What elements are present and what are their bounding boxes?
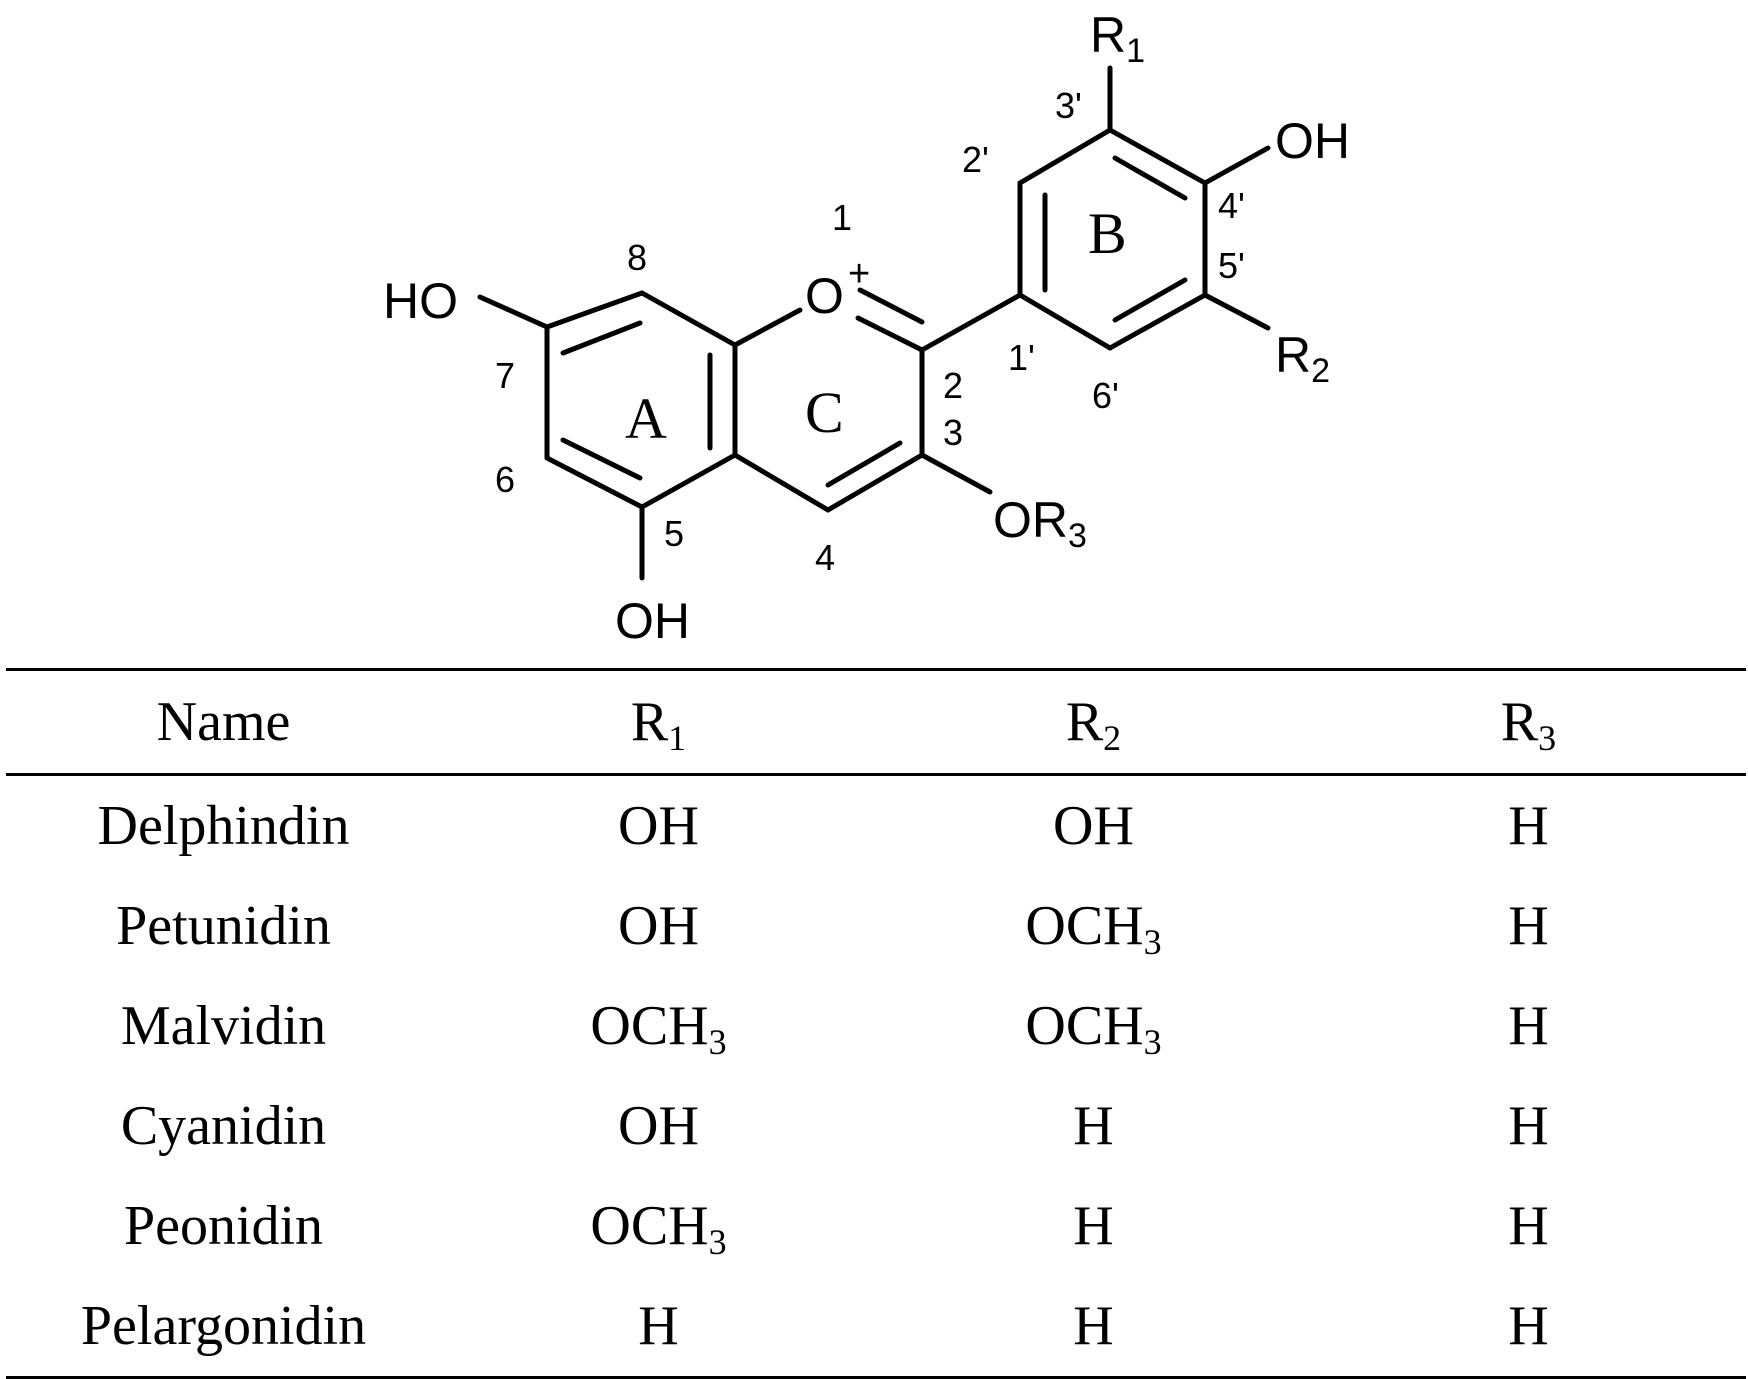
cell-r3: H — [1508, 795, 1549, 857]
header-r1: R1 — [630, 691, 687, 758]
ring-c-bonds — [732, 287, 925, 513]
cell-r3: H — [1508, 895, 1549, 957]
oh-5-label: OH — [615, 593, 690, 649]
cell-name: Malvidin — [120, 995, 327, 1057]
bond — [1107, 127, 1208, 186]
bond — [1112, 277, 1188, 323]
cell-name: Petunidin — [116, 895, 331, 957]
table-row: Petunidin OH OCH3 H — [6, 876, 1746, 976]
positive-charge: + — [848, 253, 870, 295]
cell-r1: OCH3 — [590, 1195, 727, 1262]
bond — [560, 320, 643, 356]
ring-c-label: C — [805, 380, 844, 445]
bond — [1202, 145, 1271, 186]
bond — [544, 455, 645, 510]
cell-r3: H — [1508, 1195, 1549, 1257]
position-6: 6 — [495, 459, 515, 500]
table-row: Delphindin OH OH H — [6, 775, 1746, 877]
position-4: 4 — [815, 537, 835, 578]
position-1: 1 — [832, 197, 852, 238]
position-2: 2 — [943, 365, 963, 406]
oh-4prime-label: OH — [1275, 113, 1350, 169]
bond — [1017, 292, 1113, 351]
cell-r3: H — [1508, 995, 1549, 1057]
position-3-prime: 3' — [1055, 85, 1082, 126]
table-row: Pelargonidin H H H — [6, 1276, 1746, 1378]
bond — [477, 294, 550, 330]
cell-r2: OCH3 — [1025, 895, 1162, 962]
cell-r1: H — [638, 1295, 679, 1357]
ring-a-bonds — [544, 290, 738, 510]
bond — [1017, 127, 1113, 186]
position-5-prime: 5' — [1218, 245, 1245, 286]
bond — [639, 290, 738, 348]
bond — [825, 440, 903, 488]
bond — [825, 452, 925, 513]
cell-r1: OH — [618, 895, 699, 957]
header-r2: R2 — [1065, 691, 1122, 758]
cell-name: Cyanidin — [120, 1095, 327, 1157]
ring-b-label: B — [1088, 201, 1127, 266]
ring-b-bonds — [919, 127, 1208, 353]
cell-r2: H — [1073, 1095, 1114, 1157]
position-7: 7 — [495, 355, 515, 396]
bond — [544, 290, 645, 330]
bond — [732, 452, 831, 513]
table-row: Peonidin OCH3 H H — [6, 1176, 1746, 1276]
substituent-table-container: Name R1 R2 R3 Delphindin OH OH H Petunid… — [6, 668, 1746, 1379]
header-row: Name R1 R2 R3 — [6, 669, 1746, 775]
substituent-bonds — [477, 65, 1271, 581]
table-body: Delphindin OH OH H Petunidin OH OCH3 H M… — [6, 775, 1746, 1378]
bond — [560, 437, 643, 481]
position-5: 5 — [664, 513, 684, 554]
table-header: Name R1 R2 R3 — [6, 669, 1746, 775]
table-row: Malvidin OCH3 OCH3 H — [6, 976, 1746, 1076]
bond — [639, 452, 738, 510]
bond — [919, 292, 1023, 353]
bond — [732, 307, 803, 348]
table-row: Cyanidin OH H H — [6, 1076, 1746, 1176]
bond — [919, 452, 993, 495]
r1-label: R1 — [1090, 7, 1145, 70]
cell-r2: OCH3 — [1025, 995, 1162, 1062]
cell-r1: OH — [618, 795, 699, 857]
position-1-prime: 1' — [1008, 337, 1035, 378]
oxonium-o-label: O — [805, 268, 844, 324]
bond — [1107, 292, 1208, 351]
r2-label: R2 — [1275, 327, 1330, 390]
cell-r2: H — [1073, 1295, 1114, 1357]
cell-r2: H — [1073, 1195, 1114, 1257]
cell-name: Delphindin — [97, 795, 350, 857]
cell-r3: H — [1508, 1095, 1549, 1157]
cell-r2: OH — [1053, 795, 1134, 857]
position-3: 3 — [943, 412, 963, 453]
header-name: Name — [156, 691, 291, 753]
cell-name: Peonidin — [123, 1195, 324, 1257]
header-r3: R3 — [1500, 691, 1557, 758]
position-4-prime: 4' — [1218, 185, 1245, 226]
cell-r1: OH — [618, 1095, 699, 1157]
cell-r3: H — [1508, 1295, 1549, 1357]
position-6-prime: 6' — [1092, 375, 1119, 416]
or3-label: OR3 — [993, 492, 1087, 555]
bond — [857, 287, 925, 325]
bond — [1112, 155, 1188, 201]
ring-a-label: A — [625, 386, 667, 451]
cell-name: Pelargonidin — [80, 1295, 367, 1357]
substituent-table: Name R1 R2 R3 Delphindin OH OH H Petunid… — [6, 668, 1746, 1379]
anthocyanidin-structure: R1 OH R2 OR3 HO OH O + A C B 1 2 3 4 5 6… — [383, 7, 1350, 649]
cell-r1: OCH3 — [590, 995, 727, 1062]
bond — [1202, 292, 1271, 331]
position-8: 8 — [627, 237, 647, 278]
position-2-prime: 2' — [962, 139, 989, 180]
bond — [855, 315, 925, 353]
ho-7-label: HO — [383, 273, 458, 329]
